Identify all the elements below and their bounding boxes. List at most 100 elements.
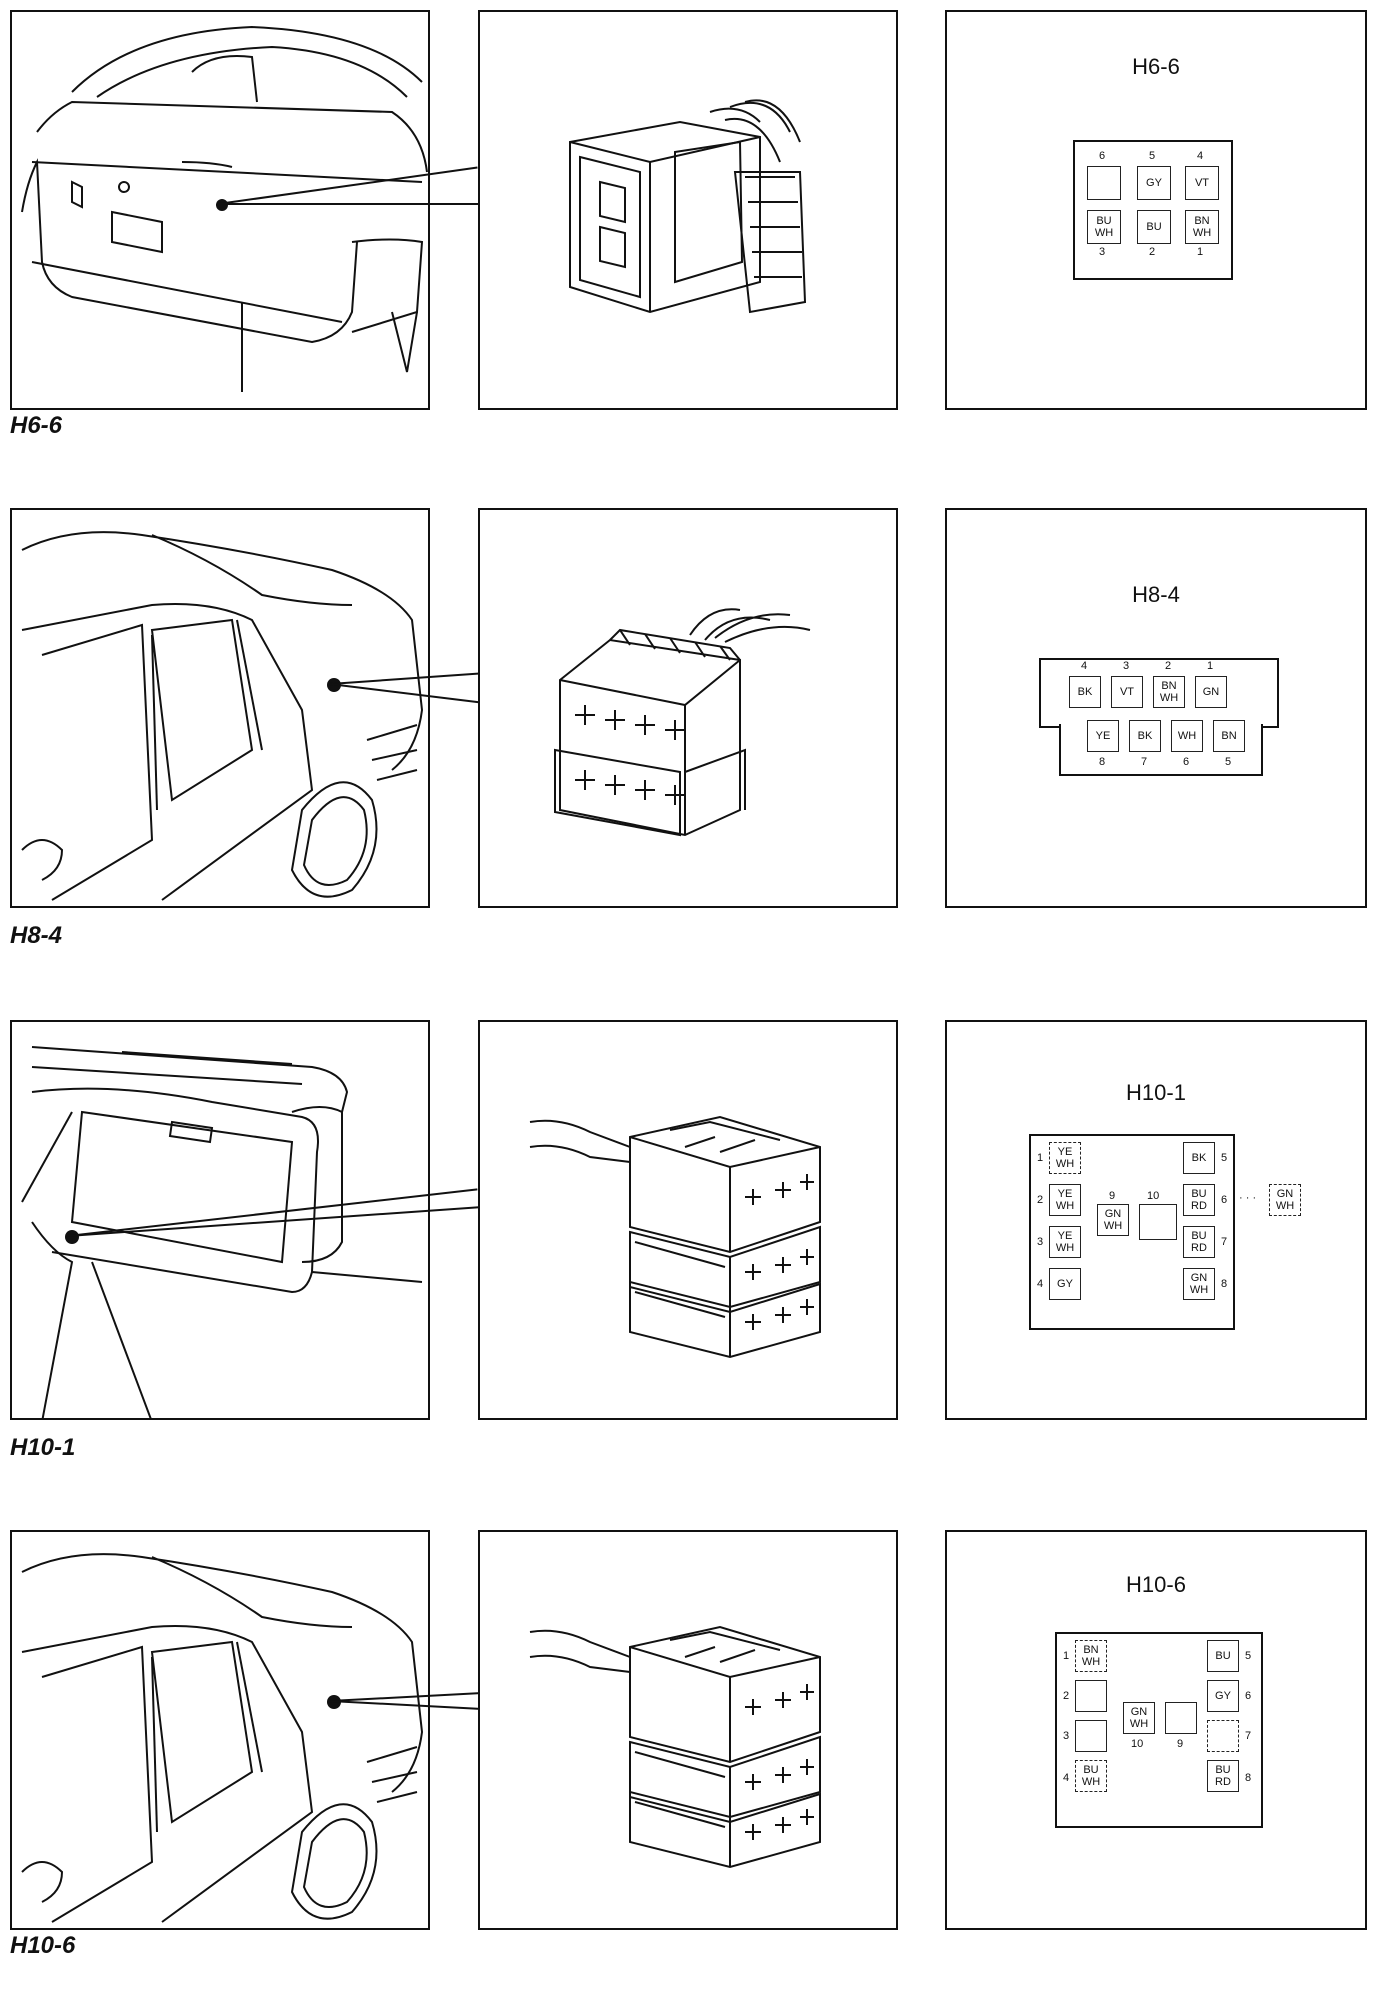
pin-2 [1075,1680,1107,1712]
pin-number: 6 [1183,756,1190,768]
pin-4: GY [1049,1268,1081,1300]
connector-illustration-panel [478,10,898,410]
connector-row-h6-6: H6-6 6 5 4 GY VT BU WH BU BN WH 3 2 1 H6… [0,10,1376,490]
vehicle-rear-view [10,10,430,410]
pin-number: 4 [1037,1278,1044,1290]
pinout-diagram-panel: H8-4 4 3 2 1 BK VT BN WH GN YE BK WH BN … [945,508,1367,908]
pin-9 [1165,1702,1197,1734]
pin-6: GY [1207,1680,1239,1712]
vehicle-side-illustration [21,531,424,901]
pin-number: 1 [1063,1650,1070,1662]
pin-number: 2 [1149,246,1156,258]
pinout-title: H8-4 [1132,582,1180,607]
pinout-diagram-panel: H6-6 6 5 4 GY VT BU WH BU BN WH 3 2 1 [945,10,1367,410]
pinout-diagram-panel: H10-6 1 2 3 4 BN WH BU WH GN WH 10 9 BU … [945,1530,1367,1930]
pin-1: BN WH [1075,1640,1107,1672]
connector-illustration-panel [478,508,898,908]
pin-extra: GN WH [1269,1184,1301,1216]
pin-number: 1 [1197,246,1204,258]
pin-5: BK [1183,1142,1215,1174]
pin-number: 9 [1177,1738,1184,1750]
vehicle-interior-view [10,1020,430,1420]
vehicle-side-illustration [21,1553,424,1923]
pin-number: 5 [1225,756,1232,768]
pin-number: 2 [1037,1194,1044,1206]
vehicle-side-view [10,1530,430,1930]
pin-number: 10 [1131,1738,1144,1750]
pinout-diagram-panel: H10-1 1 2 3 4 YE WH YE WH YE WH GY 9 10 … [945,1020,1367,1420]
pin-5: BU [1207,1640,1239,1672]
callout-line [218,203,480,205]
pin-number: 9 [1109,1190,1116,1202]
connector-row-h10-6: H10-6 1 2 3 4 BN WH BU WH GN WH 10 9 BU … [0,1530,1376,2010]
pin-1: GN [1195,676,1227,708]
pin-number: 5 [1221,1152,1228,1164]
pin-number: 8 [1221,1278,1228,1290]
pin-number: 1 [1207,660,1214,672]
pin-2: YE WH [1049,1184,1081,1216]
pin-number: 1 [1037,1152,1044,1164]
pin-number: 2 [1063,1690,1070,1702]
pin-number: 8 [1245,1772,1252,1784]
pin-1: YE WH [1049,1142,1081,1174]
pin-10 [1139,1204,1177,1240]
pin-3: VT [1111,676,1143,708]
pin-4: VT [1185,166,1219,200]
connector-label: H6-6 [10,412,63,439]
pin-number: 5 [1245,1650,1252,1662]
pin-5: GY [1137,166,1171,200]
pin-number: 3 [1063,1730,1070,1742]
pin-10: GN WH [1123,1702,1155,1734]
pin-number: 3 [1123,660,1130,672]
connector-illustration-panel [478,1020,898,1420]
pin-3 [1075,1720,1107,1752]
pin-number: 4 [1063,1772,1070,1784]
pin-6 [1087,166,1121,200]
pin-number: 3 [1099,246,1106,258]
pin-number: 7 [1141,756,1148,768]
pin-3: BU WH [1087,210,1121,244]
pin-number: 6 [1245,1690,1252,1702]
connector-housing-illustration [569,99,807,314]
connector-label: H8-4 [10,922,63,949]
pin-1: BN WH [1185,210,1219,244]
pin-7: BU RD [1183,1226,1215,1258]
pin-6: BU RD [1183,1184,1215,1216]
connector-label: H10-6 [10,1932,76,1959]
pin-number: 7 [1221,1236,1228,1248]
pin-8: YE [1087,720,1119,752]
pin-8: GN WH [1183,1268,1215,1300]
connector-illustration-panel [478,1530,898,1930]
pin-5: BN [1213,720,1245,752]
pin-3: YE WH [1049,1226,1081,1258]
pin-number: 7 [1245,1730,1252,1742]
vehicle-interior-illustration [21,1046,423,1418]
pin-number: 4 [1081,660,1088,672]
pin-6: WH [1171,720,1203,752]
pin-leader: · · · [1239,1192,1257,1204]
pin-number: 10 [1147,1190,1160,1202]
connector-row-h8-4: H8-4 4 3 2 1 BK VT BN WH GN YE BK WH BN … [0,508,1376,988]
connector-row-h10-1: H10-1 1 2 3 4 YE WH YE WH YE WH GY 9 10 … [0,1020,1376,1500]
pin-9: GN WH [1097,1204,1129,1236]
connector-housing-illustration [529,1115,821,1359]
pin-number: 2 [1165,660,1172,672]
pin-2: BU [1137,210,1171,244]
pin-7 [1207,1720,1239,1752]
vehicle-side-view [10,508,430,908]
pin-number: 5 [1149,150,1156,162]
pin-4: BU WH [1075,1760,1107,1792]
pin-number: 6 [1099,150,1106,162]
connector-housing-illustration [554,608,811,837]
pin-number: 4 [1197,150,1204,162]
pin-2: BN WH [1153,676,1185,708]
pin-8: BU RD [1207,1760,1239,1792]
connector-pin-block: 6 5 4 GY VT BU WH BU BN WH 3 2 1 [1073,140,1233,280]
pinout-title: H10-6 [1126,1572,1186,1597]
pinout-title: H6-6 [1132,54,1180,79]
connector-label: H10-1 [10,1434,76,1461]
pin-number: 6 [1221,1194,1228,1206]
pin-number: 8 [1099,756,1106,768]
connector-housing-illustration [529,1625,821,1869]
vehicle-rear-illustration [21,25,428,392]
